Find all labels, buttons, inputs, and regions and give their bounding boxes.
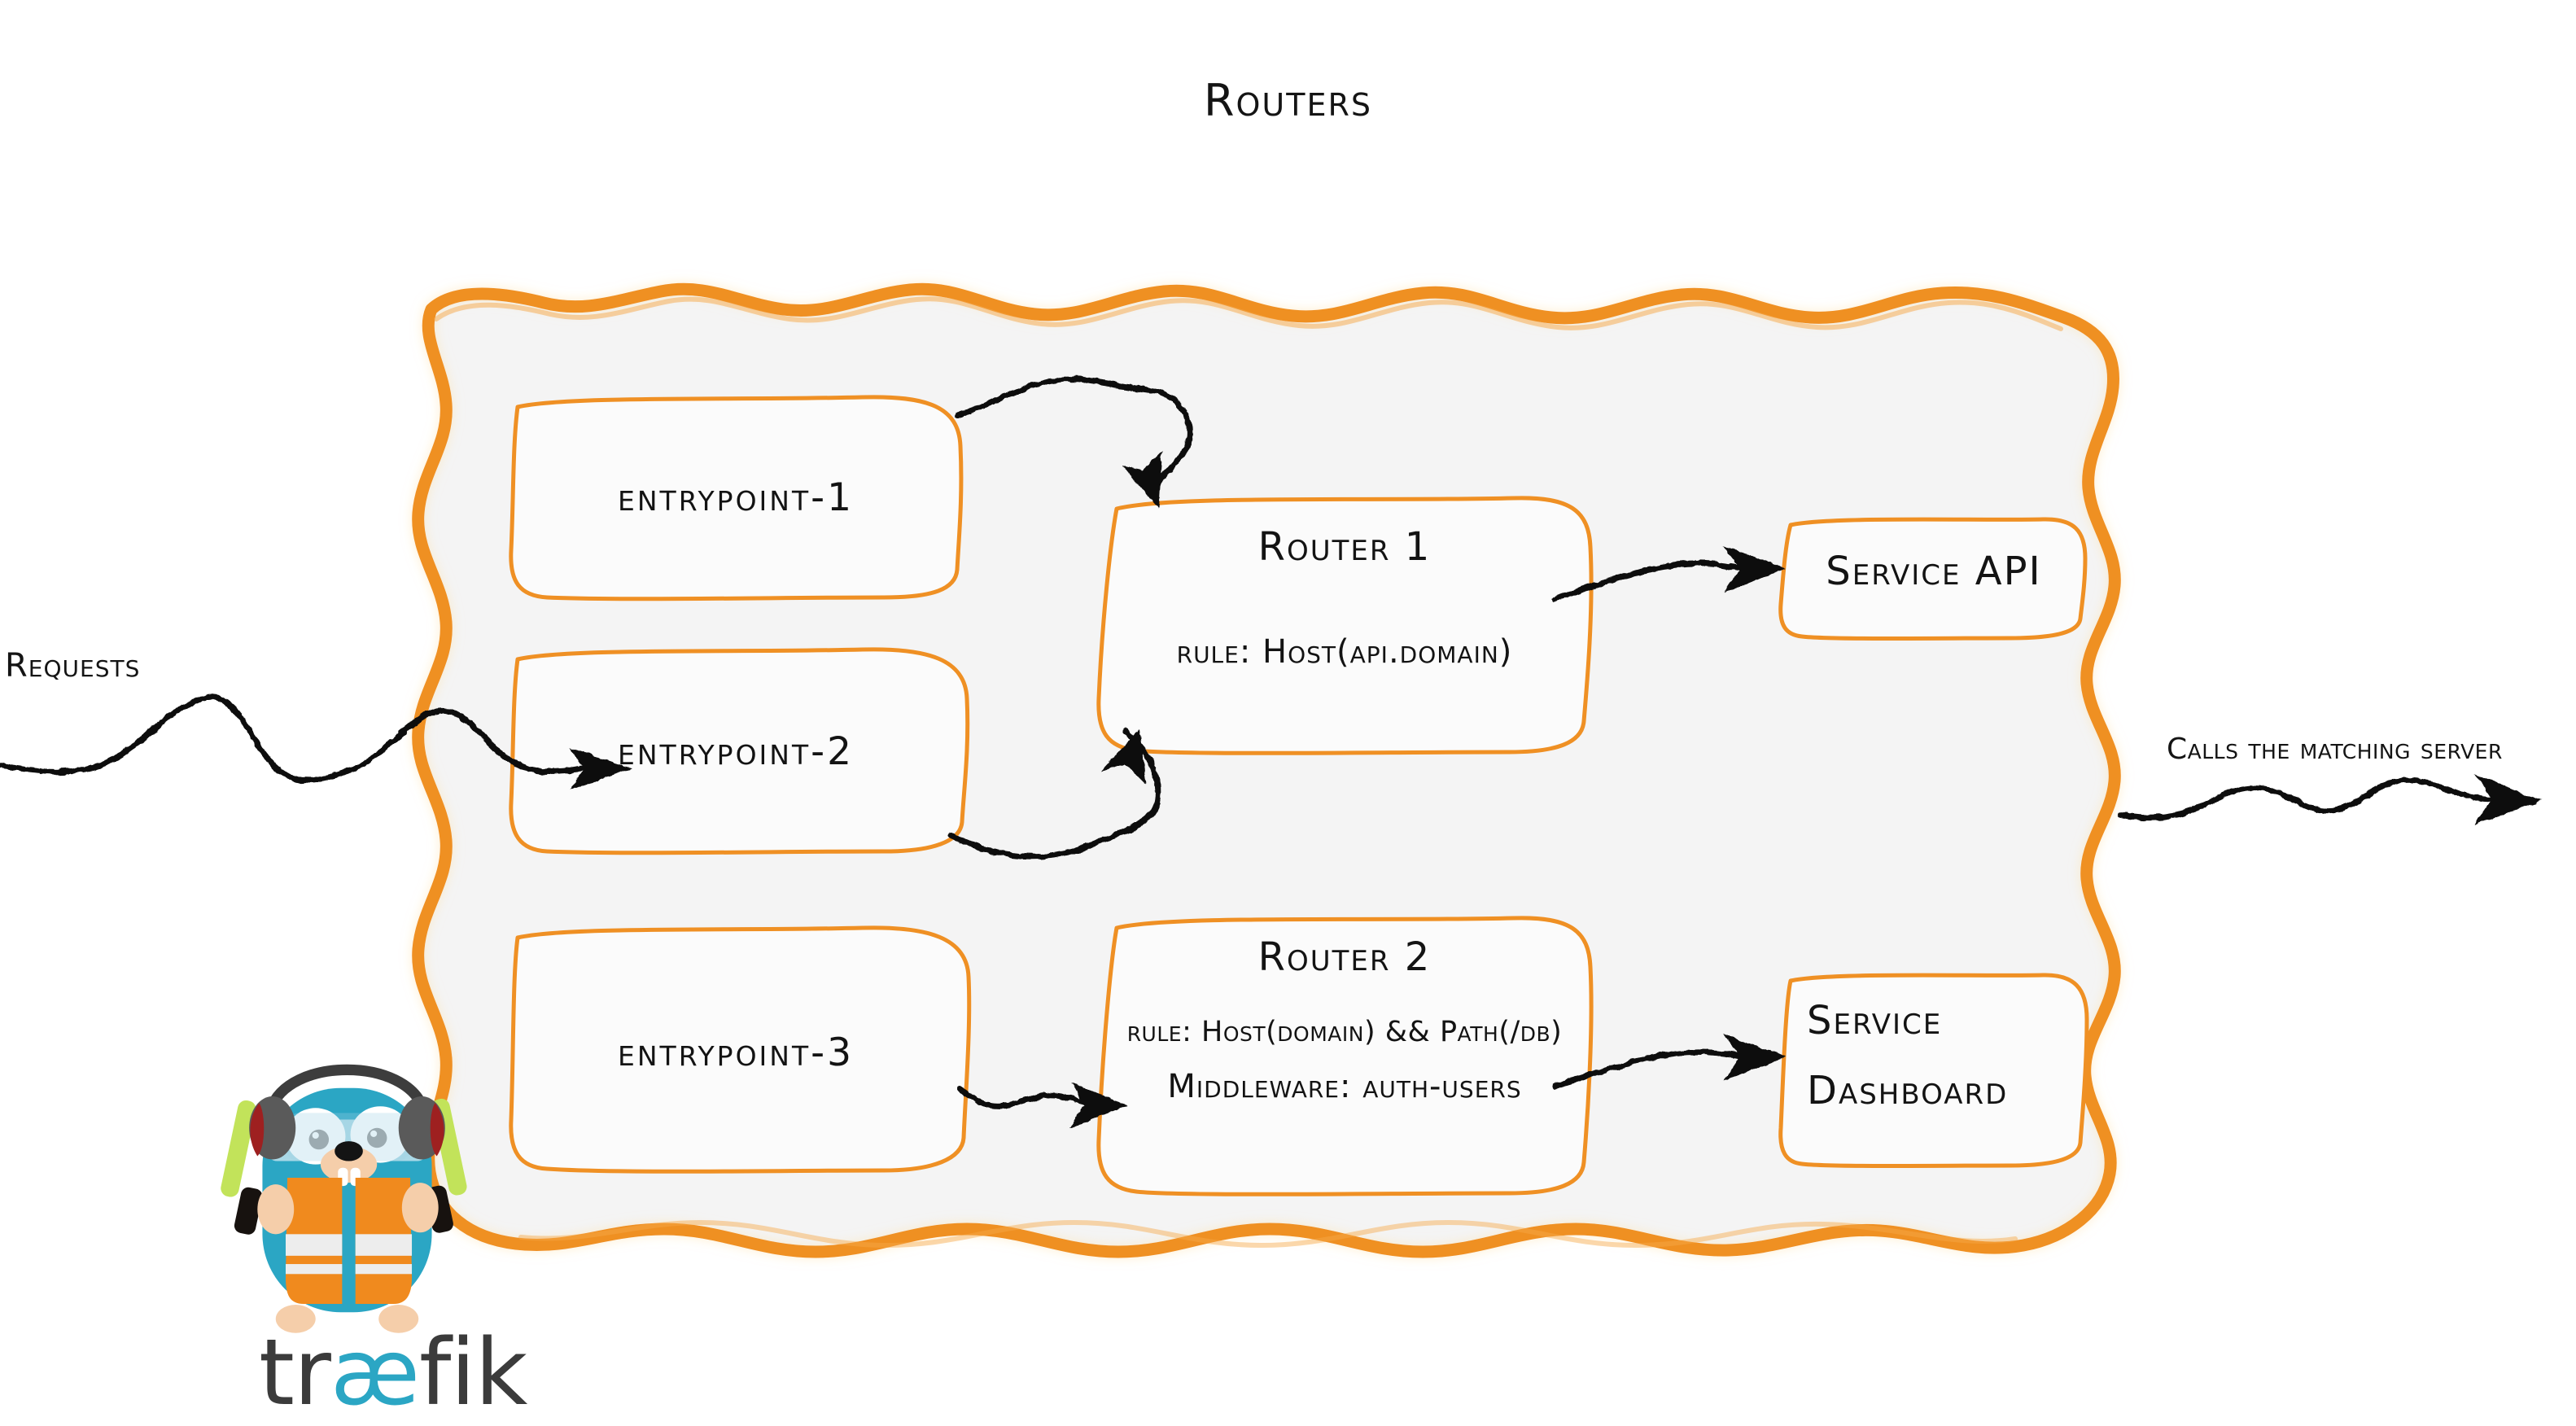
entrypoint-3-box-shape <box>509 925 972 1174</box>
traefik-gopher-mascot <box>221 1064 467 1333</box>
router2-to-servicedashboard-arrow <box>1551 1034 1786 1089</box>
router-2-rule: rule: Host(domain) && Path(/db) <box>1126 1016 1563 1048</box>
service-api-box-shape <box>1778 517 2088 641</box>
entrypoint-2-label: entrypoint-2 <box>618 729 854 774</box>
calls-matching-server-label: Calls the matching server <box>2167 733 2503 766</box>
entrypoint-3-label: entrypoint-3 <box>618 1030 854 1075</box>
wordmark-tr: tr <box>259 1320 331 1426</box>
router-1-box-shape <box>1096 496 1594 755</box>
service-dashboard-box[interactable] <box>1778 973 2089 1168</box>
requests-arrow <box>0 694 632 790</box>
entrypoint-3-box[interactable] <box>509 925 972 1174</box>
service-api-label: Service API <box>1826 549 2042 594</box>
entrypoint-2-box[interactable] <box>509 647 970 855</box>
service-dashboard-box-shape <box>1778 973 2089 1168</box>
router-2-title: Router 2 <box>1257 934 1432 980</box>
router1-to-serviceapi-arrow <box>1551 545 1786 602</box>
wordmark-ae: æ <box>330 1320 420 1426</box>
requests-label: Requests <box>5 647 141 685</box>
entrypoint3-to-router2-arrow <box>957 1083 1128 1128</box>
calls-matching-server-arrow <box>2116 773 2541 825</box>
routers-panel-border-sketch2 <box>434 296 2063 331</box>
wordmark-fik: fik <box>418 1320 527 1426</box>
routers-panel-border <box>412 282 2121 1258</box>
router-1-title: Router 1 <box>1257 524 1432 570</box>
router-1-rule: rule: Host(api.domain) <box>1176 633 1513 671</box>
service-dashboard-label-line2: Dashboard <box>1807 1068 2009 1113</box>
entrypoint2-to-router1-arrow <box>947 728 1161 860</box>
page-title: Routers <box>1204 75 1372 126</box>
router-2-middleware: Middleware: auth-users <box>1167 1068 1522 1105</box>
traefik-wordmark: træfik <box>259 1320 527 1426</box>
entrypoint1-to-router1-arrow <box>954 376 1192 508</box>
entrypoint-1-label: entrypoint-1 <box>618 475 854 520</box>
router-1-box[interactable] <box>1096 496 1594 755</box>
router-2-box[interactable] <box>1096 916 1594 1196</box>
gopher-left-wand <box>221 1100 263 1235</box>
service-api-box[interactable] <box>1778 517 2088 641</box>
entrypoint-2-box-shape <box>509 647 970 855</box>
routers-panel-border-sketch3 <box>518 1219 2018 1249</box>
entrypoint-1-box[interactable] <box>509 395 964 601</box>
router-2-box-shape <box>1096 916 1594 1196</box>
service-dashboard-label-line1: Service <box>1807 998 1943 1043</box>
entrypoint-1-box-shape <box>509 395 964 601</box>
